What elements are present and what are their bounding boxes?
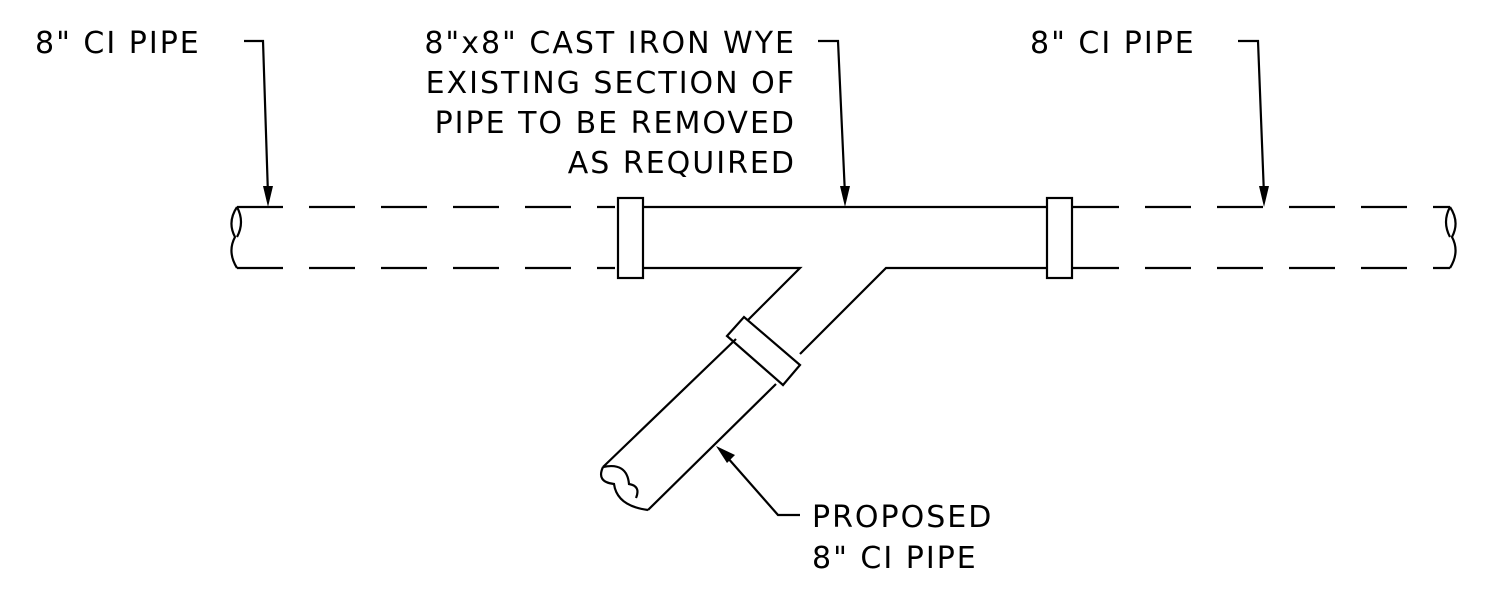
left-pipe-arrowhead	[263, 186, 273, 207]
wye-arrowhead	[840, 186, 850, 207]
left-pipe-break-end-arc	[236, 206, 243, 238]
left-coupling	[616, 196, 645, 280]
wye-label-line-3: PIPE TO BE REMOVED	[435, 106, 796, 141]
wye-label-line-2: EXISTING SECTION OF	[426, 66, 796, 101]
proposed-branch-pipe	[599, 338, 777, 512]
branch-pipe-break-end	[599, 466, 649, 512]
existing-main-pipe	[230, 205, 1457, 270]
proposed-pipe-leader	[726, 456, 800, 517]
right-pipe-break-end-arc	[1444, 206, 1451, 238]
right-coupling	[1045, 196, 1074, 280]
wye-label-line-4: AS REQUIRED	[568, 146, 796, 181]
right-pipe-label: 8" CI PIPE	[1030, 26, 1196, 61]
left-pipe-label: 8" CI PIPE	[35, 26, 201, 61]
cast-iron-wye	[616, 196, 1074, 387]
leaders	[244, 39, 1269, 517]
wye-label-line-1: 8"x8" CAST IRON WYE	[424, 26, 796, 61]
branch-pipe-upper-edge	[602, 338, 737, 468]
left-pipe-leader	[244, 39, 270, 196]
right-pipe-arrowhead	[1259, 186, 1269, 207]
branch-coupling	[725, 315, 802, 387]
wye-body-outline	[643, 205, 1047, 355]
right-pipe-leader	[1238, 39, 1266, 196]
branch-pipe-break-end-arc	[602, 465, 639, 499]
proposed-label-line-1: PROPOSED	[812, 500, 993, 535]
wye-leader	[818, 39, 847, 196]
branch-pipe-lower-edge	[647, 383, 777, 511]
left-pipe-break-end	[230, 206, 238, 269]
right-pipe-break-end	[1449, 206, 1457, 269]
proposed-pipe-arrowhead	[716, 446, 735, 463]
proposed-label-line-2: 8" CI PIPE	[812, 541, 978, 576]
